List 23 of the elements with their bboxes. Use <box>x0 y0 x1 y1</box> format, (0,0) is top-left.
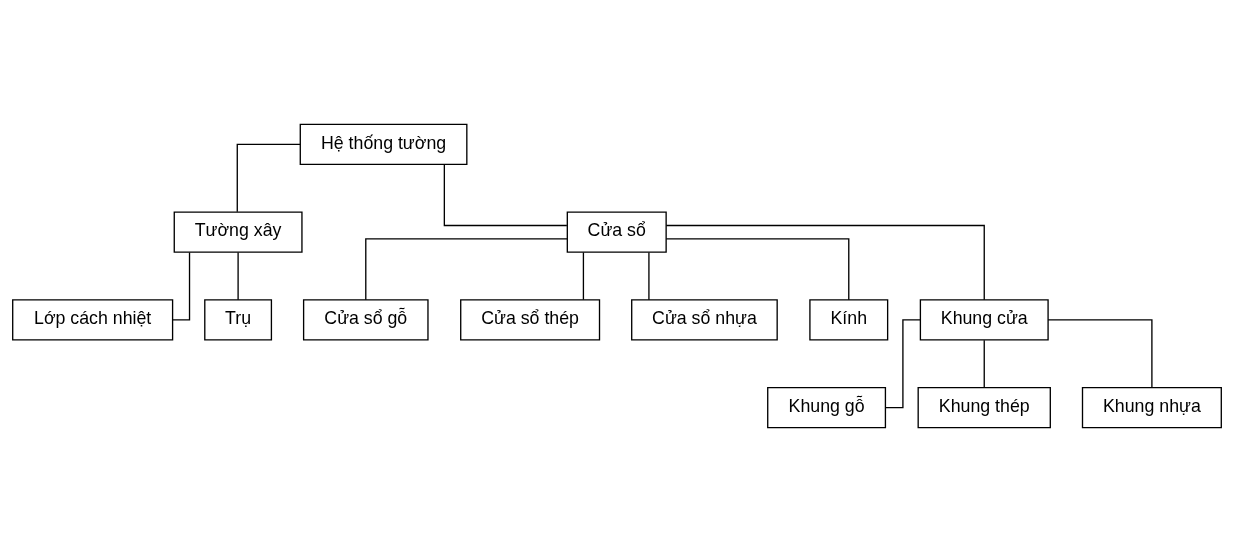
node-box: Kính <box>809 298 889 340</box>
connector <box>983 339 985 388</box>
connector <box>236 143 301 212</box>
connector <box>648 251 650 300</box>
node-box: Hệ thống tường <box>299 123 468 165</box>
node-box: Cửa sổ <box>566 211 667 253</box>
node-box: Khung thép <box>917 386 1051 428</box>
connector <box>443 163 568 226</box>
node-box: Trụ <box>204 298 273 340</box>
node-box: Cửa sổ thép <box>460 298 601 340</box>
connector <box>365 237 568 300</box>
node-box: Khung nhựa <box>1081 386 1222 428</box>
node-box: Lớp cách nhiệt <box>12 298 174 340</box>
node-box: Tường xây <box>173 211 303 253</box>
node-box: Khung gỗ <box>767 386 887 428</box>
connector <box>665 224 985 300</box>
node-box: Cửa sổ gỗ <box>302 298 429 340</box>
node-box: Cửa sổ nhựa <box>631 298 778 340</box>
connector <box>665 237 850 300</box>
connector <box>582 251 585 300</box>
node-box: Khung cửa <box>919 298 1049 340</box>
connector <box>237 251 239 300</box>
connector <box>1047 318 1153 388</box>
